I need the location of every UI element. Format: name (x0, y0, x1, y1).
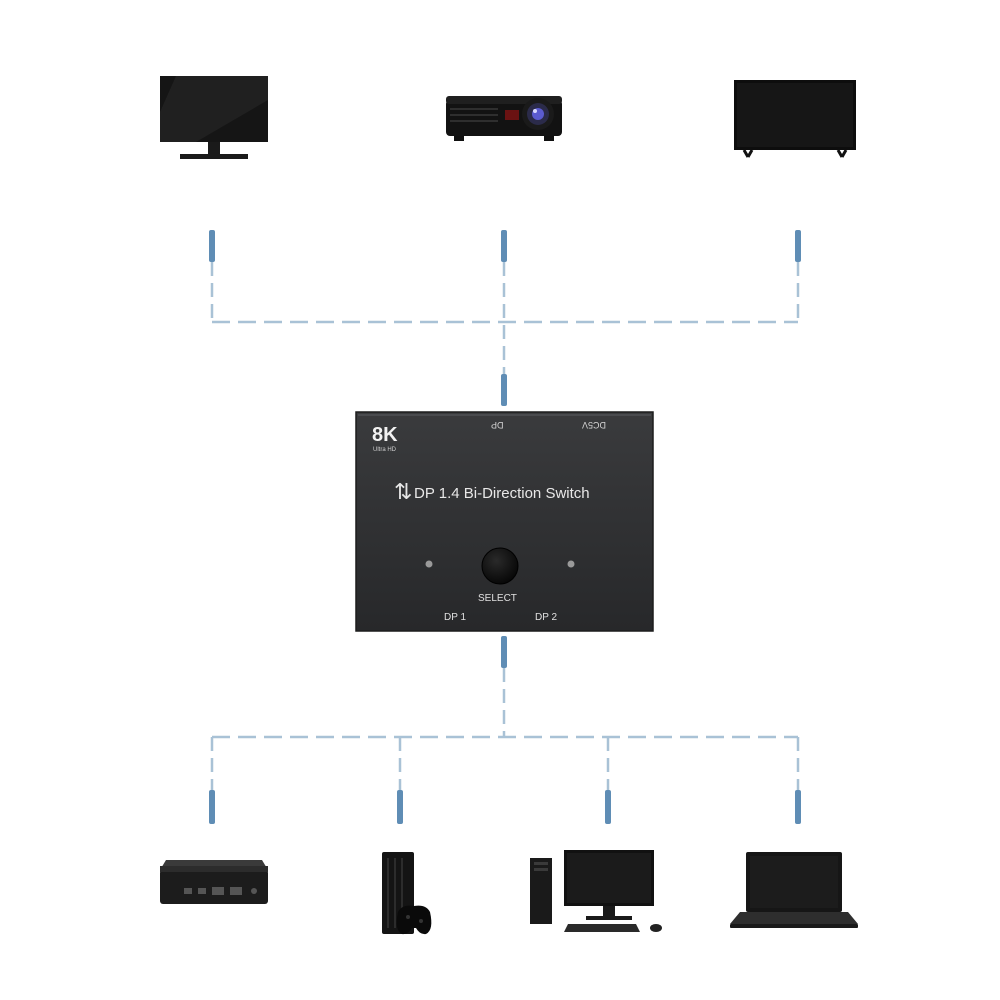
top-port-label: DP (491, 420, 504, 430)
dp2-port-label: DP 2 (535, 612, 558, 623)
dp1-port-label: DP 1 (444, 612, 467, 623)
dp2-indicator-led (567, 560, 575, 568)
projector-icon (446, 96, 562, 141)
tv-icon (734, 80, 856, 158)
resolution-badge: 8K (372, 424, 398, 446)
upper-connectors (210, 262, 800, 374)
set-top-box-icon (160, 860, 268, 904)
dp1-indicator-led (425, 560, 433, 568)
select-button[interactable] (481, 547, 519, 585)
resolution-badge-subtitle: Ultra HD (373, 447, 397, 453)
power-label: DC5V (582, 420, 607, 430)
monitor-icon (160, 76, 268, 159)
desktop-pc-icon (530, 850, 662, 932)
game-console-icon (382, 852, 432, 935)
select-label: SELECT (478, 593, 517, 604)
switch-device (355, 411, 654, 632)
bi-direction-arrows-icon: ⇅ (394, 479, 413, 504)
lower-connectors (210, 668, 800, 790)
lower-plugs (209, 636, 801, 824)
upper-plugs (209, 230, 801, 406)
laptop-icon (730, 852, 858, 928)
switch-title: DP 1.4 Bi-Direction Switch (414, 485, 590, 502)
